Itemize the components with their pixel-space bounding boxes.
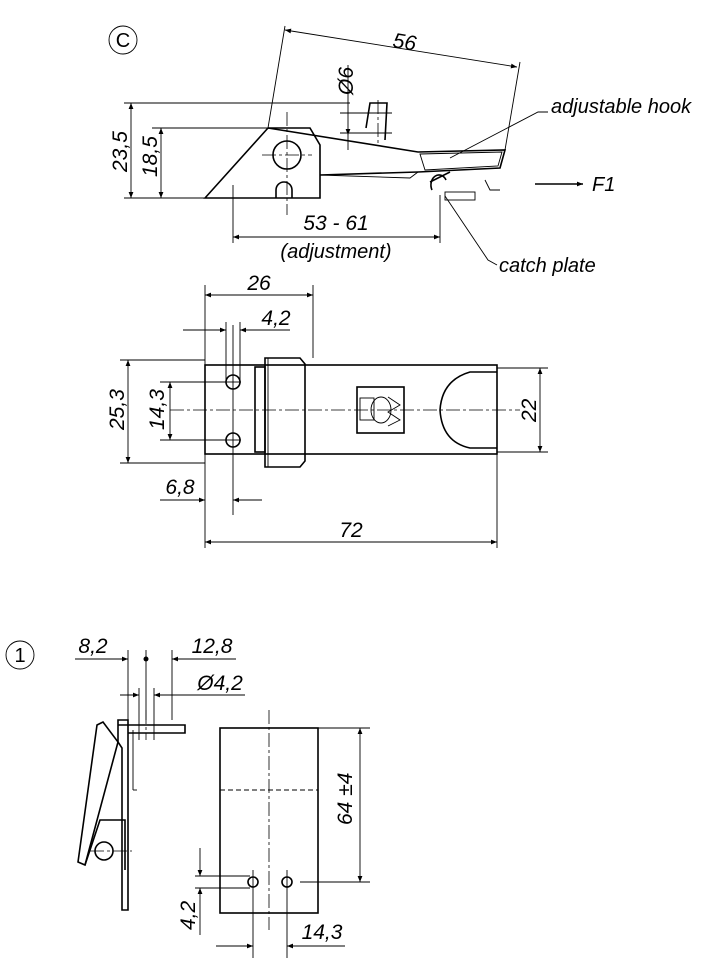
callout-catch-plate: catch plate [499, 255, 596, 277]
catch-plate [444, 191, 476, 201]
dim-72: 72 [339, 519, 363, 542]
dim-18-5: 18,5 [139, 136, 162, 177]
base-bracket [203, 127, 321, 199]
dim-14-3-top: 14,3 [146, 389, 169, 430]
catch-bracket-flange [118, 724, 186, 734]
hook-curl [430, 174, 447, 191]
dim-53-61: 53 - 61 [303, 212, 368, 235]
view-top: 26 4,2 25,3 14,3 22 6,8 72 [106, 272, 548, 548]
view-marker-1-label: 1 [14, 645, 25, 667]
callout-adjustable-hook: adjustable hook [551, 96, 692, 118]
base-slot [275, 181, 293, 198]
top-body-outline [204, 364, 498, 455]
catch-bracket-vertical [117, 719, 129, 911]
adjustment-note: (adjustment) [280, 241, 391, 263]
dim-26: 26 [246, 272, 271, 295]
dim-23-5: 23,5 [109, 131, 132, 173]
view-c-side: C 56 Ø6 23,5 [108, 25, 692, 277]
hinge-block [254, 366, 266, 453]
dim-line-56 [284, 28, 518, 69]
dim-12-8: 12,8 [192, 635, 233, 658]
dim-dia-4-2: Ø4,2 [196, 672, 243, 695]
dim-14-3-bottom: 14,3 [302, 921, 343, 944]
dim-64: 64 ±4 [334, 773, 357, 825]
leader-catch-plate [444, 195, 498, 266]
dim-25-3: 25,3 [106, 389, 129, 431]
dim-dia-6: Ø6 [335, 67, 358, 96]
dim-8-2: 8,2 [78, 635, 108, 658]
lever-profile [77, 720, 119, 867]
dim-4-2-top: 4,2 [261, 307, 291, 330]
view-marker-1: 1 [5, 640, 35, 670]
dim-4-2-vertical: 4,2 [177, 900, 200, 930]
lever-tab [365, 102, 388, 141]
dim-56: 56 [391, 29, 418, 55]
hinge-barrel [264, 357, 306, 468]
view-1-catch-plate: 1 8,2 12,8 Ø4,2 64 ± [5, 635, 370, 958]
dim-22: 22 [518, 398, 541, 423]
view-marker-c-label: C [116, 30, 130, 52]
view-marker-c: C [108, 25, 138, 55]
dim-6-8: 6,8 [165, 476, 195, 499]
leader-adjustable-hook [449, 111, 548, 159]
lever-arm [267, 127, 507, 176]
force-f1-label: F1 [592, 174, 615, 196]
adjustable-hook-section [419, 151, 503, 171]
